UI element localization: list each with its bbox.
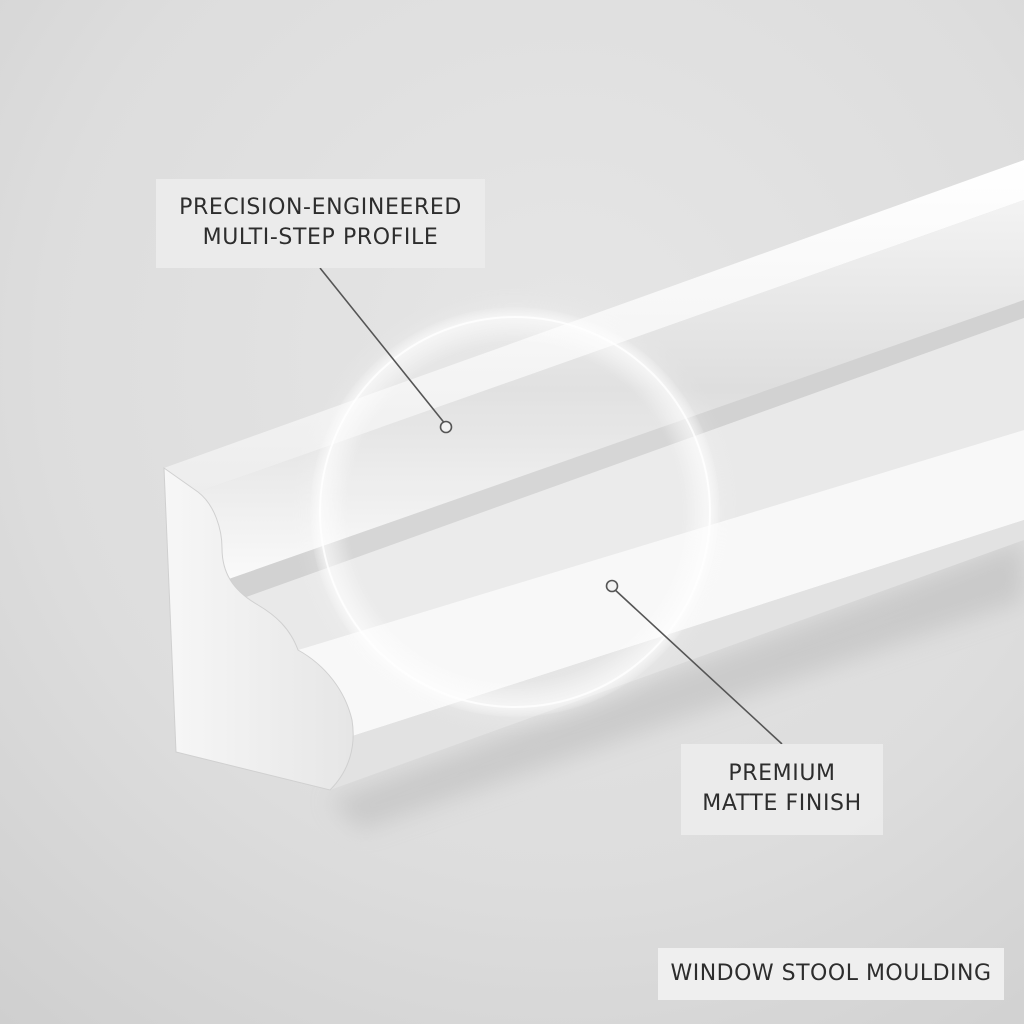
leader-line-finish (605, 579, 783, 745)
callout-finish: PREMIUM MATTE FINISH (681, 744, 883, 835)
callout-profile: PRECISION-ENGINEERED MULTI-STEP PROFILE (156, 179, 485, 268)
callout-finish-line1: PREMIUM (728, 761, 836, 786)
callout-profile-line2: MULTI-STEP PROFILE (202, 225, 439, 250)
callout-profile-line1: PRECISION-ENGINEERED (179, 195, 462, 220)
leader-line-profile (319, 267, 453, 434)
product-name-label: WINDOW STOOL MOULDING (658, 948, 1004, 1000)
magnifier-lens (310, 307, 720, 717)
moulding-end-profile (163, 467, 354, 791)
callout-finish-line2: MATTE FINISH (702, 791, 862, 816)
